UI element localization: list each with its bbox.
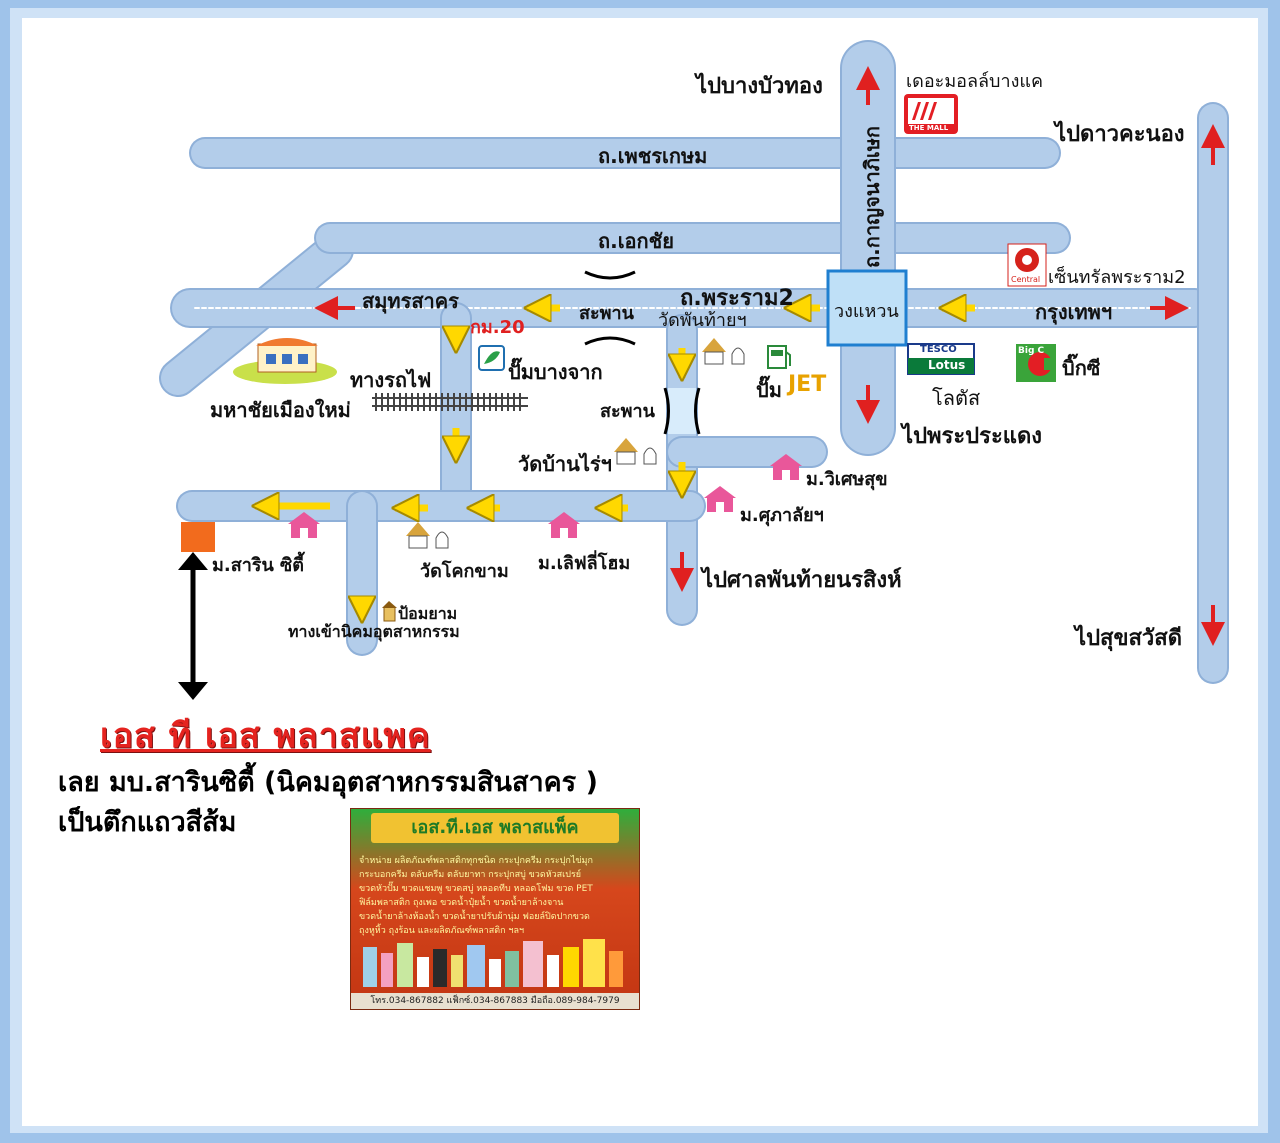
card-line: ขวดน้ำยาล้างห้องน้ำ ขวดน้ำยาปรับผ้านุ่ม … [359,912,590,922]
label-ring-road: วงแหวน [834,301,899,322]
label-lerfly-home: ม.เลิฟลี่โฮม [538,553,631,574]
big-c-logo [1016,344,1056,382]
label-to-dao-khanong: ไปดาวคะนอง [1055,122,1185,147]
red-arrows [314,66,1225,646]
label-pump-jet-brand: JET [788,372,827,397]
fuel-pump-icon [767,345,791,369]
double-arrow [178,552,208,700]
bridge-middle [663,387,701,435]
house-lerfly-home [548,512,580,538]
card-line: กระบอกครีม ตลับครีม ตลับยาทา กระปุกสบู่ … [359,870,582,880]
label-mahachai: มหาชัยเมืองใหม่ [210,398,351,422]
guard-post-icon [382,601,397,622]
label-samut-sakhon: สมุทรสาคร [362,289,459,313]
label-central-rama2: เซ็นทรัลพระราม2 [1048,267,1186,288]
lotus-logo-text: Lotus [928,358,966,372]
label-railway: ทางรถไฟ [350,368,432,392]
card-products-illustration [363,939,623,987]
label-to-suk-sawat: ไปสุขสวัสดี [1075,626,1182,651]
label-lotus: โลตัส [932,386,981,410]
label-wat-phanthai: วัดพันท้ายฯ [658,310,747,331]
card-phone: โทร.034-867882 แฟ็กซ์.034-867883 มือถือ.… [351,993,639,1009]
label-wiset-suk: ม.วิเศษสุข [806,469,888,490]
railway-track [372,393,528,411]
destination-marker [181,522,215,552]
label-sarin-city: ม.สาริน ซิตี้ [212,555,304,576]
label-big-c: บิ๊กซี [1062,356,1101,380]
tesco-logo-text: TESCO [920,344,957,355]
company-name: เอส ที เอส พลาสแพค [100,716,431,756]
temple-icon-khokkham [406,522,449,549]
card-title: เอส.ที.เอส พลาสแพ็ค [371,813,619,843]
label-kanchanaphisek-road: ถ.กาญจนาภิเษก [860,125,884,268]
label-rama2-road: ถ.พระราม2 [680,286,794,311]
label-supalai: ม.ศุภาลัยฯ [740,505,824,526]
central-logo-text: Central [1011,275,1041,284]
central-logo [1007,243,1047,287]
label-to-phra-pradaeng: ไปพระประแดง [902,424,1042,449]
temple-icon-banrai [614,438,657,465]
ring-road-box [826,269,908,347]
label-the-mall: เดอะมอลล์บางแค [906,71,1044,92]
card-line: จำหน่าย ผลิตภัณฑ์พลาสติกทุกชนิด กระปุกคร… [359,856,593,866]
the-mall-logo [904,94,958,134]
label-industrial-entrance: ทางเข้านิคมอุตสาหกรรม [288,622,460,641]
label-guard-post: ป้อมยาม [398,604,458,623]
label-pump-jet-prefix: ปั๊ม [756,378,782,402]
label-pump-bangchak: ปั๊มบางจาก [508,360,603,384]
map-canvas [22,18,1258,1126]
card-line: ฟิล์มพลาสติก ถุงเพอ ขวดน้ำปุ๋ยน้ำ ขวดน้ำ… [359,898,564,908]
label-wat-khok-kham: วัดโคกขาม [420,561,509,582]
big-c-logo-text: Big C [1018,346,1045,356]
the-mall-logo-text: THE MALL [909,124,949,132]
card-line: ขวดหัวปั๊ม ขวดแชมพู ขวดสบู่ หลอดทีบ หลอด… [359,884,593,894]
temple-icon-phanthai [702,338,745,365]
mahachai-town-icon [233,338,337,384]
bangchak-logo-icon [478,345,505,371]
house-sarin-city [288,512,320,538]
bridge-rama2 [584,270,636,346]
card-line: ถุงหูหิ้ว ถุงร้อน และผลิตภัณฑ์พลาสติก ฯล… [359,926,525,936]
label-ekkachai-road: ถ.เอกชัย [598,229,674,253]
label-bridge-rama2: สะพาน [579,303,634,324]
label-wat-ban-rai: วัดบ้านไร่ฯ [518,452,612,476]
house-wisetsuk [770,454,802,480]
yellow-arrows [255,308,975,620]
business-card-image: เอส.ที.เอส พลาสแพ็ค จำหน่าย ผลิตภัณฑ์พลา… [350,808,640,1010]
company-location-line1: เลย มบ.สารินซิตี้ (นิคมอุตสาหกรรมสินสาคร… [58,767,598,798]
label-to-bang-bua-thong: ไปบางบัวทอง [696,74,823,99]
label-phetkasem-road: ถ.เพชรเกษม [598,144,708,168]
label-bridge-middle: สะพาน [600,401,655,422]
label-to-san-phanthai: ไปศาลพันท้ายนรสิงห์ [702,568,902,593]
company-location-line2: เป็นตึกแถวสีส้ม [58,807,237,838]
label-km20: กม.20 [470,317,525,338]
tesco-lotus-logo [907,343,975,375]
label-bangkok: กรุงเทพฯ [1035,300,1113,324]
house-supalai [704,486,736,512]
